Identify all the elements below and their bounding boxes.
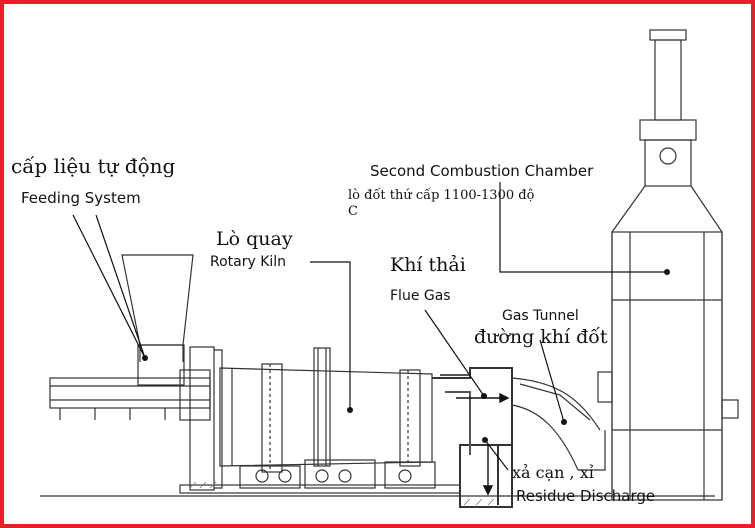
dot-flue (481, 393, 487, 399)
second-combustion-tower (597, 29, 739, 501)
label-second-vi-1: lò đốt thứ cấp 1100-1300 độ (348, 188, 535, 203)
label-tunnel-vi: đường khí đốt (474, 326, 608, 348)
label-flue-vi: Khí thải (390, 254, 466, 276)
label-tunnel-en: Gas Tunnel (502, 308, 579, 324)
dot-kiln (347, 407, 353, 413)
dot-residue (482, 437, 488, 443)
label-feeding-vi: cấp liệu tự động (11, 154, 176, 178)
leader-second (499, 182, 667, 273)
kiln-feed-head (189, 346, 223, 491)
label-kiln-en: Rotary Kiln (210, 254, 287, 270)
label-second-en: Second Combustion Chamber (370, 162, 594, 180)
dot-feeding (142, 355, 148, 361)
kiln-outlet-chamber (432, 367, 513, 508)
rotary-kiln-body (219, 347, 433, 473)
label-residue-en: Residue Discharge (516, 487, 656, 505)
dot-second (664, 269, 670, 275)
residue-arrow-head (482, 485, 494, 496)
label-residue-vi: xả cạn , xỉ (512, 463, 594, 482)
leader-tunnel (539, 339, 565, 423)
foundation-hatch (189, 481, 495, 506)
feed-hopper (121, 254, 194, 386)
leader-feeding-2 (95, 214, 146, 359)
leader-kiln (310, 261, 351, 410)
flue-arrow-head (499, 392, 510, 404)
label-kiln-vi: Lò quay (216, 228, 293, 250)
leader-residue (484, 439, 509, 471)
leader-flue (424, 309, 485, 397)
label-feeding-en: Feeding System (21, 189, 141, 207)
gas-tunnel-duct (511, 377, 606, 471)
dot-tunnel (561, 419, 567, 425)
leader-feeding (72, 214, 146, 359)
screw-conveyor (49, 369, 211, 421)
label-flue-en: Flue Gas (390, 288, 451, 304)
label-second-vi-2: C (348, 204, 358, 219)
